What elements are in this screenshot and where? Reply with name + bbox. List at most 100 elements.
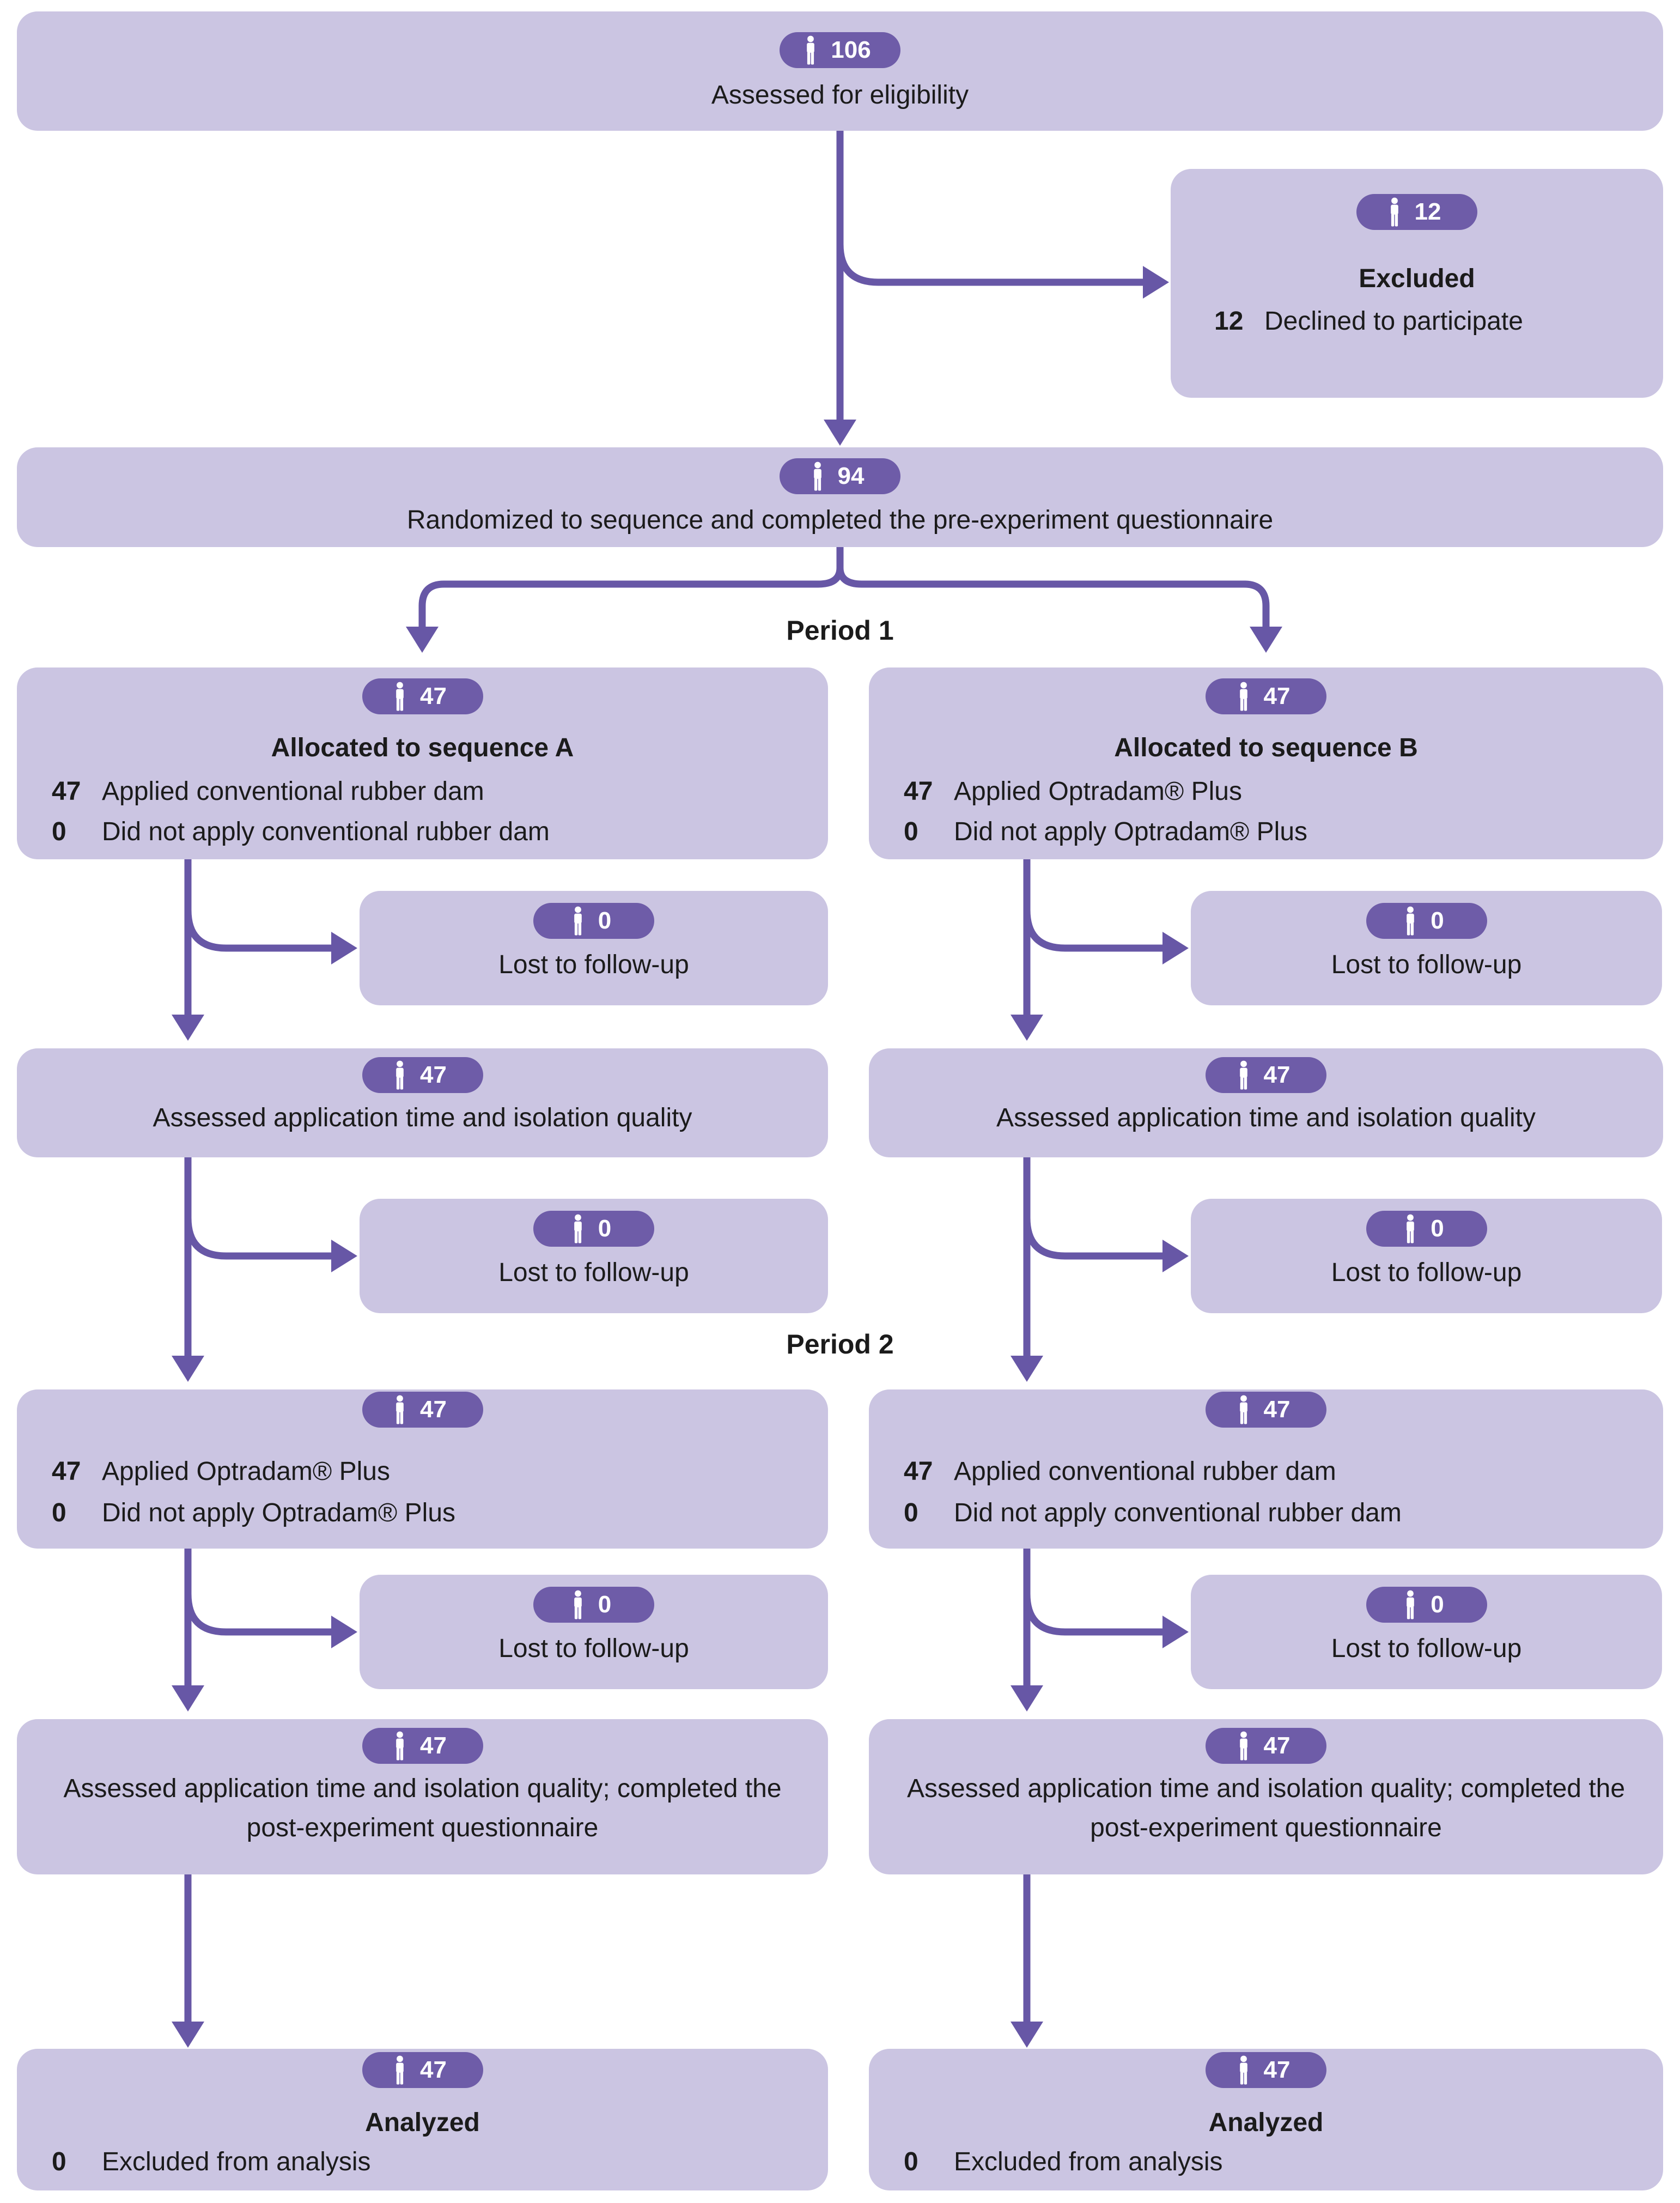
node-title: Analyzed xyxy=(1208,2108,1324,2137)
participant-count-badge: 47 xyxy=(362,1057,483,1093)
item-text: Excluded from analysis xyxy=(102,2147,371,2176)
item-count: 0 xyxy=(52,2147,66,2176)
node-text: Randomized to sequence and completed the… xyxy=(406,506,1274,535)
node-text: Assessed application time and isolation … xyxy=(153,1103,692,1132)
item-text: Excluded from analysis xyxy=(954,2147,1223,2176)
participant-count-badge: 0 xyxy=(1366,903,1487,939)
person-icon xyxy=(1239,1731,1247,1761)
period-2-label: Period 2 xyxy=(786,1329,894,1360)
item-text: Did not apply Optradam® Plus xyxy=(102,1498,456,1527)
participant-count: 47 xyxy=(420,2056,447,2083)
node-item: 12 Declined to participate xyxy=(1171,302,1663,341)
node-text: Lost to follow-up xyxy=(498,1258,689,1287)
node-text: Assessed for eligibility xyxy=(711,81,969,110)
person-icon xyxy=(1239,682,1247,711)
person-icon xyxy=(396,682,404,711)
item-text: Applied Optradam® Plus xyxy=(954,777,1242,806)
participant-count: 47 xyxy=(1263,683,1291,709)
node-item: 0 Did not apply conventional rubber dam xyxy=(17,813,828,851)
person-icon xyxy=(574,1214,582,1243)
node-item: 0 Did not apply Optradam® Plus xyxy=(869,813,1663,851)
node-title: Allocated to sequence A xyxy=(271,733,574,762)
participant-count: 47 xyxy=(1263,1061,1291,1088)
person-icon xyxy=(1239,1395,1247,1424)
participant-count: 0 xyxy=(1431,907,1444,934)
node-allocated-sequence-a: 47 Allocated to sequence A 47 Applied co… xyxy=(17,667,828,859)
item-count: 12 xyxy=(1214,307,1244,336)
participant-count-badge: 106 xyxy=(780,32,900,68)
person-icon xyxy=(574,906,582,936)
node-period2-sequence-a: 47 47 Applied Optradam® Plus 0 Did not a… xyxy=(17,1389,828,1549)
node-assessed-application-b1: 47 Assessed application time and isolati… xyxy=(869,1048,1663,1157)
node-text: Assessed application time and isolation … xyxy=(906,1774,1626,1842)
node-allocated-sequence-b: 47 Allocated to sequence B 47 Applied Op… xyxy=(869,667,1663,859)
person-icon xyxy=(1390,197,1398,227)
node-text: Assessed application time and isolation … xyxy=(996,1103,1536,1132)
participant-count: 106 xyxy=(831,37,871,63)
participant-count-badge: 94 xyxy=(780,458,900,494)
node-item: 0 Excluded from analysis xyxy=(869,2143,1663,2181)
person-icon xyxy=(1407,906,1415,936)
person-icon xyxy=(1239,2055,1247,2085)
participant-count-badge: 47 xyxy=(1206,1057,1326,1093)
node-text: Lost to follow-up xyxy=(1331,1258,1522,1287)
participant-count-badge: 0 xyxy=(533,903,654,939)
participant-count: 47 xyxy=(1263,1732,1291,1759)
participant-count-badge: 47 xyxy=(362,2052,483,2088)
period-1-label: Period 1 xyxy=(786,615,894,646)
node-title: Allocated to sequence B xyxy=(1114,733,1418,762)
node-assessed-postexperiment-b: 47 Assessed application time and isolati… xyxy=(869,1719,1663,1874)
node-item: 0 Did not apply Optradam® Plus xyxy=(17,1494,828,1532)
participant-count: 47 xyxy=(420,683,447,709)
person-icon xyxy=(813,462,821,491)
person-icon xyxy=(396,1731,404,1761)
item-text: Applied conventional rubber dam xyxy=(954,1457,1336,1486)
participant-count: 47 xyxy=(420,1732,447,1759)
node-analyzed-b: 47 Analyzed 0 Excluded from analysis xyxy=(869,2049,1663,2190)
item-count: 47 xyxy=(52,1457,81,1486)
node-lost-followup-a3: 0 Lost to follow-up xyxy=(360,1575,828,1689)
node-text: Lost to follow-up xyxy=(1331,950,1522,979)
item-count: 0 xyxy=(904,2147,918,2176)
item-count: 47 xyxy=(904,1457,933,1486)
item-count: 0 xyxy=(52,1498,66,1527)
participant-count: 12 xyxy=(1414,198,1441,225)
person-icon xyxy=(396,2055,404,2085)
item-text: Did not apply Optradam® Plus xyxy=(954,817,1308,846)
node-item: 47 Applied Optradam® Plus xyxy=(869,773,1663,811)
item-text: Applied Optradam® Plus xyxy=(102,1457,390,1486)
node-item: 47 Applied conventional rubber dam xyxy=(869,1453,1663,1491)
person-icon xyxy=(574,1590,582,1619)
node-assessed-postexperiment-a: 47 Assessed application time and isolati… xyxy=(17,1719,828,1874)
participant-count: 47 xyxy=(420,1396,447,1423)
participant-count: 0 xyxy=(598,907,612,934)
node-item: 47 Applied conventional rubber dam xyxy=(17,773,828,811)
item-count: 47 xyxy=(904,777,933,806)
node-item: 0 Did not apply conventional rubber dam xyxy=(869,1494,1663,1532)
participant-count-badge: 47 xyxy=(1206,1392,1326,1428)
participant-count-badge: 0 xyxy=(1366,1587,1487,1623)
node-period2-sequence-b: 47 47 Applied conventional rubber dam 0 … xyxy=(869,1389,1663,1549)
node-title: Excluded xyxy=(1359,264,1475,293)
node-lost-followup-b3: 0 Lost to follow-up xyxy=(1191,1575,1662,1689)
node-lost-followup-b1: 0 Lost to follow-up xyxy=(1191,891,1662,1005)
participant-count-badge: 12 xyxy=(1356,194,1477,230)
node-text: Lost to follow-up xyxy=(1331,1634,1522,1663)
participant-count: 0 xyxy=(1431,1215,1444,1242)
node-item: 0 Excluded from analysis xyxy=(17,2143,828,2181)
participant-count: 94 xyxy=(837,463,865,489)
participant-count-badge: 0 xyxy=(533,1211,654,1247)
person-icon xyxy=(807,35,815,65)
item-text: Did not apply conventional rubber dam xyxy=(102,817,550,846)
participant-count-badge: 47 xyxy=(1206,678,1326,714)
item-text: Applied conventional rubber dam xyxy=(102,777,484,806)
item-text: Declined to participate xyxy=(1264,307,1523,336)
node-text: Lost to follow-up xyxy=(498,950,689,979)
person-icon xyxy=(1407,1590,1415,1619)
person-icon xyxy=(1407,1214,1415,1243)
item-text: Did not apply conventional rubber dam xyxy=(954,1498,1402,1527)
node-lost-followup-a1: 0 Lost to follow-up xyxy=(360,891,828,1005)
node-lost-followup-b2: 0 Lost to follow-up xyxy=(1191,1199,1662,1313)
